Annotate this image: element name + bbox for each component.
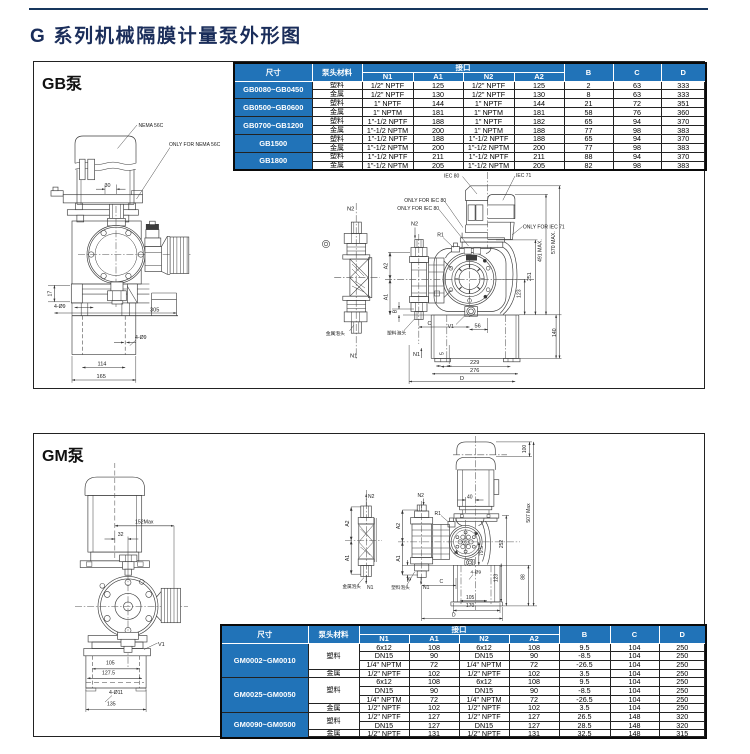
svg-text:123: 123 [494, 574, 500, 583]
svg-text:IEC 80: IEC 80 [444, 174, 460, 180]
svg-text:88: 88 [521, 574, 527, 580]
svg-text:ONLY FOR IEC 80: ONLY FOR IEC 80 [404, 198, 446, 204]
svg-text:105: 105 [466, 595, 475, 601]
svg-text:491 MAX.: 491 MAX. [538, 239, 544, 262]
svg-text:A1: A1 [396, 555, 402, 561]
svg-text:A2: A2 [396, 523, 402, 529]
svg-text:N1: N1 [350, 354, 357, 360]
svg-text:N1: N1 [413, 352, 420, 358]
svg-text:56: 56 [475, 324, 481, 330]
svg-text:507 Max: 507 Max [526, 503, 532, 523]
svg-text:塑料泡头: 塑料泡头 [391, 584, 410, 591]
svg-text:N1: N1 [367, 585, 374, 591]
svg-text:4-Ø9: 4-Ø9 [471, 570, 482, 576]
svg-text:140: 140 [552, 328, 558, 337]
svg-text:276: 276 [470, 368, 479, 374]
svg-text:D: D [460, 376, 464, 382]
svg-text:V1: V1 [158, 642, 165, 648]
svg-text:D: D [452, 613, 456, 619]
svg-text:170: 170 [466, 603, 475, 609]
svg-text:305: 305 [150, 307, 159, 313]
svg-text:塑料泡头: 塑料泡头 [387, 330, 406, 337]
svg-text:17: 17 [48, 291, 54, 297]
svg-text:N2: N2 [418, 493, 425, 499]
svg-text:R1: R1 [437, 233, 444, 239]
svg-text:金属泡头: 金属泡头 [326, 330, 345, 337]
svg-text:N2: N2 [347, 207, 354, 213]
svg-text:252: 252 [499, 540, 505, 549]
svg-text:A2: A2 [384, 263, 390, 269]
svg-text:N2: N2 [411, 222, 418, 228]
svg-text:251: 251 [527, 272, 533, 281]
svg-text:40: 40 [467, 495, 473, 501]
svg-text:229: 229 [470, 360, 479, 366]
svg-text:N1: N1 [423, 585, 430, 591]
svg-text:IEC 71: IEC 71 [516, 173, 532, 179]
svg-text:R1: R1 [435, 511, 442, 517]
svg-text:114: 114 [98, 361, 107, 367]
svg-text:B: B [407, 577, 413, 581]
svg-text:C: C [440, 579, 444, 585]
svg-text:152Max: 152Max [135, 520, 154, 526]
svg-text:C: C [428, 321, 432, 327]
svg-text:B: B [393, 309, 399, 313]
svg-text:A1: A1 [384, 294, 390, 300]
svg-text:123: 123 [517, 289, 523, 298]
svg-text:32: 32 [118, 532, 124, 538]
svg-text:4-Ø11: 4-Ø11 [109, 690, 123, 696]
svg-text:100: 100 [522, 445, 528, 454]
svg-text:30: 30 [105, 183, 111, 189]
svg-text:ONLY FOR IEC 71: ONLY FOR IEC 71 [523, 224, 565, 230]
svg-text:135: 135 [107, 702, 116, 708]
svg-text:NEMA 56C: NEMA 56C [139, 123, 164, 129]
svg-text:ONLY FOR IEC 80: ONLY FOR IEC 80 [397, 206, 439, 212]
svg-text:127.5: 127.5 [102, 671, 115, 677]
svg-text:金属泡头: 金属泡头 [343, 583, 362, 590]
svg-text:105: 105 [106, 661, 115, 667]
svg-text:79.5: 79.5 [479, 546, 485, 556]
svg-text:5: 5 [440, 352, 446, 355]
svg-text:A2: A2 [345, 520, 351, 526]
svg-text:ONLY FOR NEMA 56C: ONLY FOR NEMA 56C [169, 142, 221, 148]
svg-text:570 MAX.: 570 MAX. [551, 231, 557, 254]
svg-text:A1: A1 [345, 555, 351, 561]
svg-text:4-Ø9: 4-Ø9 [135, 335, 147, 341]
svg-text:N2: N2 [368, 494, 375, 500]
svg-text:4-Ø9: 4-Ø9 [54, 304, 66, 310]
svg-text:165: 165 [97, 374, 106, 380]
